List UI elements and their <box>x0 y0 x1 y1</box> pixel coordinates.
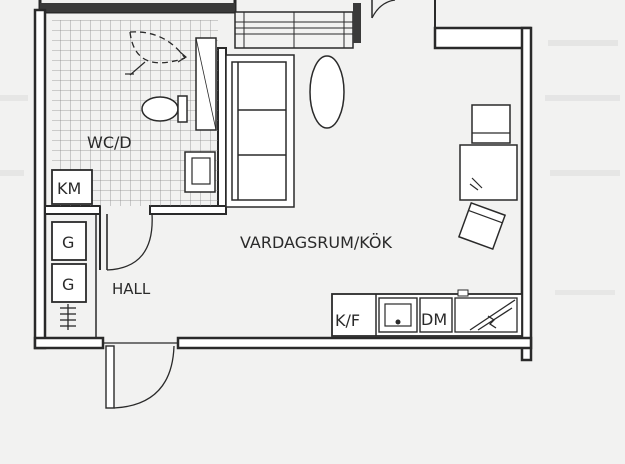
wardrobe-lower <box>51 263 87 303</box>
kitchen-counter: K/F DM <box>331 289 523 337</box>
top-window <box>234 11 354 49</box>
washing-machine-box <box>51 169 93 205</box>
room-label-living: VARDAGSRUM/KÖK <box>240 233 392 252</box>
living-room: VARDAGSRUM/KÖK <box>225 54 518 252</box>
stove-icon <box>454 297 518 333</box>
fixture-label-dm: DM <box>421 310 447 329</box>
background-texture <box>0 40 620 295</box>
sink-icon <box>184 151 216 193</box>
dining-table-icon <box>459 144 518 201</box>
shower-door-arc <box>129 31 186 64</box>
bathroom-bottom-wall <box>44 205 101 215</box>
coat-rack-icon <box>60 304 76 330</box>
fixture-label-kf: K/F <box>335 311 360 330</box>
room-label-wc: WC/D <box>87 133 132 152</box>
wardrobe-upper <box>51 221 87 261</box>
bathroom-bottom-wall-right <box>149 205 227 215</box>
top-wall-fill-left <box>40 3 235 12</box>
fixture-label-km: KM <box>57 179 81 198</box>
entrance-door <box>103 342 178 409</box>
room-label-hall: HALL <box>112 280 151 298</box>
bottom-wall-left <box>33 336 105 350</box>
bathroom-right-wall <box>217 47 227 214</box>
sofa-icon <box>225 54 295 208</box>
chair-rotated-icon <box>457 201 507 251</box>
toilet-icon <box>141 95 188 123</box>
bottom-wall-right <box>176 336 533 350</box>
top-wall-right <box>433 26 532 50</box>
chair-icon <box>471 104 511 144</box>
bathroom-door <box>106 213 153 271</box>
left-wall <box>33 8 47 350</box>
coffee-table-icon <box>309 55 345 129</box>
bathroom: WC/D KM <box>51 20 218 206</box>
fixture-label-g-lower: G <box>62 275 74 294</box>
fixture-label-g-upper: G <box>62 233 74 252</box>
hall: G G HALL <box>51 221 151 330</box>
top-door-swing <box>371 0 396 19</box>
kitchen-sink-icon <box>378 297 418 333</box>
walls <box>33 0 533 362</box>
dishwasher-box <box>419 297 453 333</box>
right-wall <box>520 26 533 362</box>
